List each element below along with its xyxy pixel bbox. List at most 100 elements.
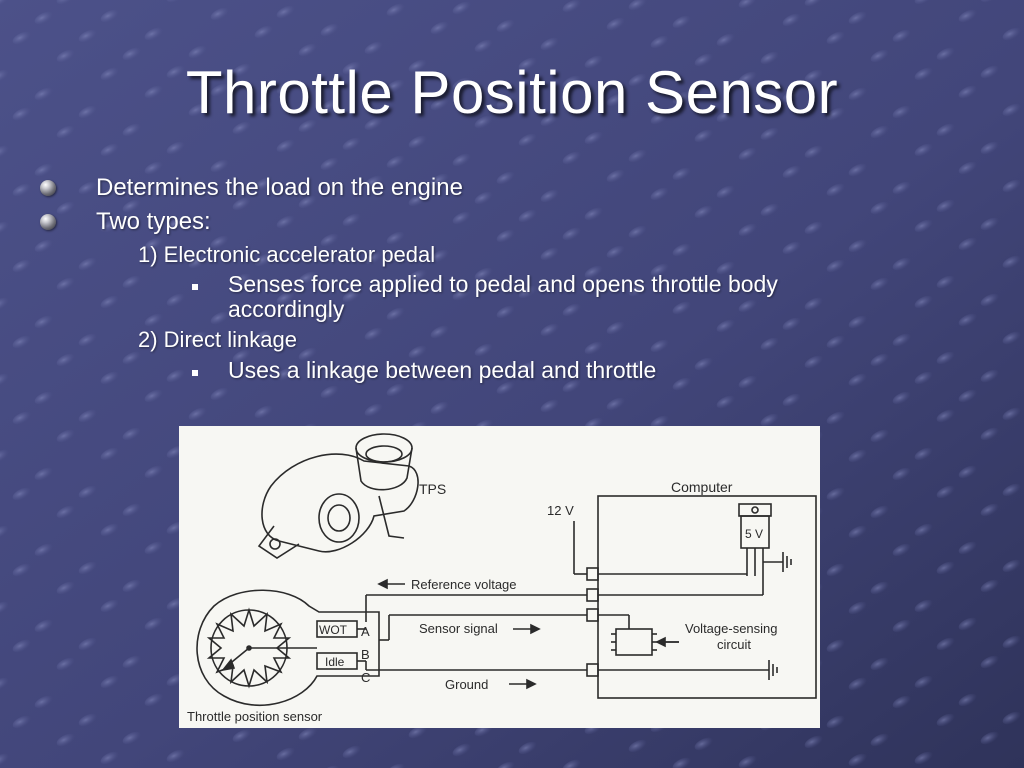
background-dot <box>716 319 736 333</box>
background-dot <box>738 375 758 389</box>
background-dot <box>232 273 252 287</box>
background-dot <box>430 401 450 415</box>
background-dot <box>144 85 164 99</box>
background-dot <box>958 541 978 555</box>
background-dot <box>496 171 516 185</box>
background-dot <box>606 17 626 31</box>
background-dot <box>584 265 604 279</box>
background-dot <box>738 299 758 313</box>
background-dot <box>34 391 54 405</box>
background-dot <box>232 729 252 743</box>
background-dot <box>408 135 428 149</box>
background-dot <box>870 581 890 595</box>
background-dot <box>188 45 208 59</box>
background-dot <box>210 311 230 325</box>
background-dot <box>936 199 956 213</box>
background-dot <box>958 85 978 99</box>
background-dot <box>980 503 1000 517</box>
idle-label: Idle <box>325 655 345 669</box>
background-dot <box>672 377 692 391</box>
pin-a-label: A <box>361 624 370 639</box>
background-dot <box>562 759 582 768</box>
background-dot <box>672 301 692 315</box>
background-dot <box>342 137 362 151</box>
background-dot <box>606 93 626 107</box>
background-dot <box>56 0 76 5</box>
background-dot <box>474 343 494 357</box>
background-dot <box>452 287 472 301</box>
background-dot <box>936 351 956 365</box>
background-dot <box>0 145 10 159</box>
background-dot <box>628 73 648 87</box>
background-dot <box>980 293 1000 307</box>
background-dot <box>782 165 802 179</box>
background-dot <box>650 35 670 49</box>
background-dot <box>496 305 516 319</box>
background-dot <box>892 467 912 481</box>
background-dot <box>298 727 318 741</box>
background-dot <box>980 427 1000 441</box>
background-dot <box>122 199 142 213</box>
background-dot <box>0 373 10 387</box>
background-dot <box>958 237 978 251</box>
background-dot <box>672 15 692 29</box>
background-dot <box>1002 407 1022 421</box>
background-dot <box>540 323 560 337</box>
voltage-sensing-label: Voltage-sensing <box>685 621 778 636</box>
background-dot <box>980 141 1000 155</box>
background-dot <box>1002 331 1022 345</box>
background-dot <box>100 9 120 23</box>
background-dot <box>386 763 406 768</box>
background-dot <box>804 0 824 7</box>
background-dot <box>936 713 956 727</box>
background-dot <box>122 427 142 441</box>
background-dot <box>958 693 978 707</box>
background-dot <box>650 111 670 125</box>
background-dot <box>100 143 120 157</box>
background-dot <box>408 269 428 283</box>
background-dot <box>958 465 978 479</box>
background-dot <box>276 215 296 229</box>
background-dot <box>254 101 274 115</box>
background-dot <box>78 333 98 347</box>
background-dot <box>100 67 120 81</box>
background-dot <box>562 151 582 165</box>
background-dot <box>606 245 626 259</box>
square-bullet-icon <box>192 370 198 376</box>
background-dot <box>430 173 450 187</box>
background-dot <box>56 657 76 671</box>
background-dot <box>870 353 890 367</box>
background-dot <box>254 177 274 191</box>
background-dot <box>870 277 890 291</box>
background-dot <box>738 0 758 9</box>
background-dot <box>650 263 670 277</box>
tps-component-drawing <box>257 433 419 559</box>
background-dot <box>430 21 450 35</box>
background-dot <box>936 561 956 575</box>
background-dot <box>914 447 934 461</box>
background-dot <box>628 0 648 11</box>
background-dot <box>848 11 868 25</box>
ground-label: Ground <box>445 677 488 692</box>
background-dot <box>694 129 714 143</box>
background-dot <box>584 131 604 145</box>
background-dot <box>848 87 868 101</box>
background-dot <box>0 0 10 7</box>
background-dot <box>628 225 648 239</box>
background-dot <box>78 637 98 651</box>
background-dot <box>298 119 318 133</box>
background-dot <box>364 41 384 55</box>
background-dot <box>892 619 912 633</box>
background-dot <box>122 655 142 669</box>
bullet-item: Determines the load on the engine <box>96 174 463 201</box>
pin-b-label: B <box>361 647 370 662</box>
background-dot <box>628 283 648 297</box>
background-dot <box>276 5 296 19</box>
background-dot <box>100 371 120 385</box>
background-dot <box>386 383 406 397</box>
background-dot <box>254 405 274 419</box>
background-dot <box>870 657 890 671</box>
background-dot <box>782 89 802 103</box>
background-dot <box>958 389 978 403</box>
background-dot <box>716 185 736 199</box>
